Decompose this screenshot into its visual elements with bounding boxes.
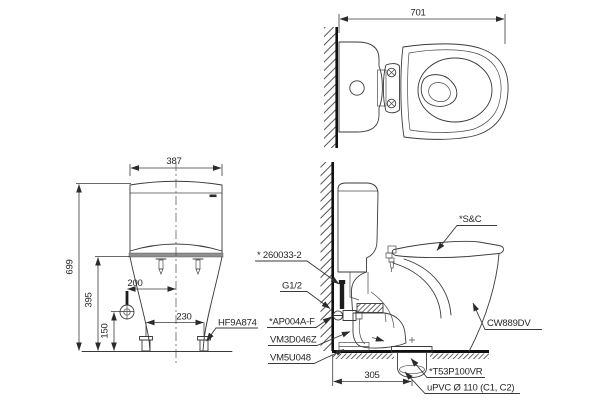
- fitting-b-label: VM5U048: [270, 353, 311, 364]
- leader-line: [410, 358, 485, 378]
- dim-395-label: 395: [84, 292, 95, 307]
- bolt-cap-label: HF9A874: [218, 318, 257, 329]
- tank-rear-column: [349, 272, 369, 301]
- callout-vm5u048: VM5U048: [268, 349, 345, 364]
- floor-hatch: [430, 353, 489, 359]
- dimension-699: 699: [65, 183, 131, 351]
- hinge-base-plate: [377, 69, 387, 107]
- tank-side-outline: [337, 182, 379, 273]
- wall-supply-fitting: [332, 310, 363, 321]
- inlet-gasket: [356, 303, 384, 313]
- dimension-150: 150: [100, 311, 134, 351]
- callout-cw889dv: CW889DV: [472, 302, 542, 330]
- supply-stop-valve: [119, 291, 135, 320]
- seat-ring-outline: [417, 57, 493, 123]
- leader-line: [404, 371, 520, 394]
- dimension-200: 200: [127, 278, 176, 292]
- seat-lid-outer-outline: [400, 43, 509, 140]
- hinge-screw: [386, 98, 397, 109]
- dim-200-label: 200: [127, 278, 142, 289]
- stop-valve-label: *AP004A-F: [269, 317, 315, 328]
- seat-side-profile: [391, 240, 504, 259]
- callout-ap004a-f: *AP004A-F: [267, 316, 332, 328]
- callout-s-and-c: *S&C: [436, 214, 497, 251]
- body-label: CW889DV: [487, 318, 531, 329]
- bowl-front-profile: [350, 271, 367, 312]
- dimension-230: 230: [145, 312, 205, 336]
- dim-699-label: 699: [65, 259, 76, 274]
- drain-pipe-label: uPVC Ø 110 (C1, C2): [427, 383, 514, 394]
- dimension-395: 395: [84, 256, 130, 351]
- drain-flange-label: *T53P100VR: [429, 367, 483, 378]
- dimension-701: 701: [338, 8, 506, 44]
- dimension-305: 305: [332, 355, 413, 386]
- bowl-rear-profile: [468, 253, 500, 352]
- tank-bolt: [192, 258, 204, 275]
- top-view: 701: [324, 8, 509, 148]
- front-view: 387: [65, 156, 258, 363]
- dim-150-label: 150: [100, 323, 111, 338]
- trap-housing: [352, 312, 407, 349]
- flush-button[interactable]: [349, 80, 365, 96]
- inner-trap-curve: [370, 291, 395, 329]
- leader-line: [280, 291, 331, 309]
- supply-pipe-cap: [338, 280, 346, 284]
- seat-label: *S&C: [459, 214, 482, 225]
- trap-inner-line: [358, 312, 387, 345]
- tank-top-outline: [338, 41, 383, 133]
- leader-line: [472, 302, 542, 330]
- dim-387-label: 387: [166, 156, 181, 167]
- wall-hatch-top-view: [324, 27, 337, 148]
- leader-line: [206, 327, 258, 342]
- callout-vm3d046z: VM3D046Z: [268, 331, 351, 346]
- leader-line: [268, 331, 351, 346]
- fitting-a-label: VM3D046Z: [270, 335, 317, 346]
- tank-bolt: [155, 258, 167, 275]
- rim-section-curve: [403, 258, 452, 316]
- callout-t53p100vr: *T53P100VR: [410, 358, 485, 378]
- leader-line: [255, 260, 340, 285]
- floor-hatch: [333, 353, 394, 359]
- supply-hose-label: * 260033-2: [257, 250, 301, 261]
- seat-lid-inner-outline: [407, 49, 502, 133]
- leader-line: [436, 225, 497, 251]
- callout-hf9a874: HF9A874: [206, 318, 258, 342]
- seat-hinge-side: [385, 245, 397, 272]
- thread-size-label: G1/2: [282, 281, 302, 292]
- leader-line: [268, 349, 345, 364]
- callout-260033-2: * 260033-2: [255, 250, 340, 285]
- hinge-screw: [386, 67, 397, 78]
- rim-section-curve: [392, 262, 442, 319]
- hinge-cover: [382, 63, 400, 114]
- leader-line: [267, 316, 332, 328]
- dim-305-label: 305: [364, 370, 379, 381]
- pedestal-left-edge: [129, 256, 151, 351]
- pedestal-right-edge: [202, 256, 223, 351]
- callout-g12: G1/2: [280, 281, 331, 309]
- dim-701-label: 701: [410, 8, 425, 19]
- floor-bolt: [139, 336, 153, 352]
- water-spot-inner: [428, 82, 451, 102]
- water-spot-outer: [420, 74, 458, 107]
- callout-upvc-pipe: uPVC Ø 110 (C1, C2): [404, 371, 520, 394]
- dim-230-label: 230: [176, 312, 191, 323]
- base-plinth: [338, 342, 370, 352]
- supply-pipe: [339, 283, 345, 309]
- side-view: 305 *S&C CW889DV * 260033-2 G1/2 *AP004A…: [255, 162, 542, 394]
- tank-side-button[interactable]: [209, 194, 217, 198]
- flow-arrow: [371, 335, 415, 343]
